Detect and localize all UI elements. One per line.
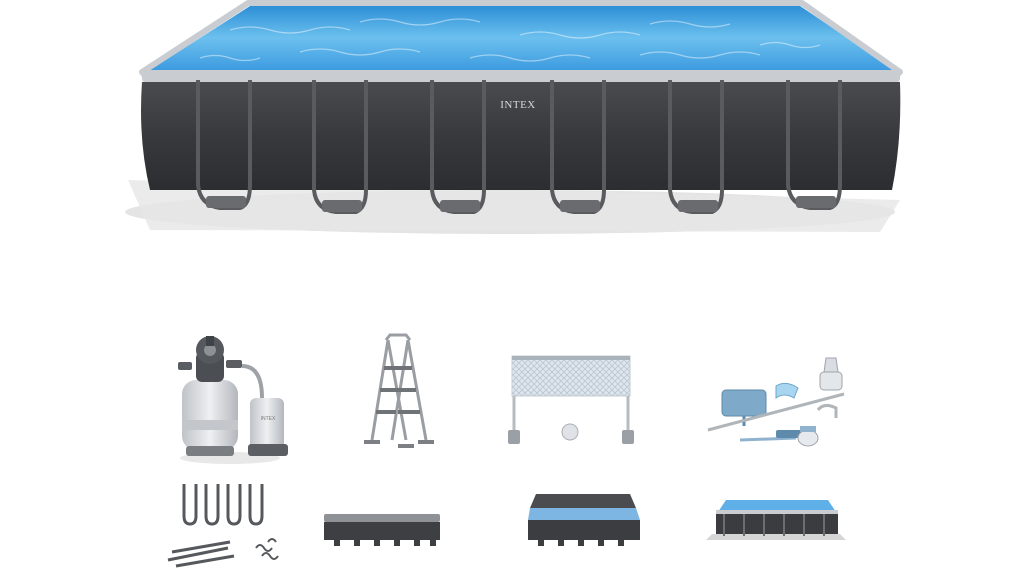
pool-with-cover — [528, 494, 640, 546]
pool-front-rim — [142, 70, 900, 82]
maintenance-kit — [707, 357, 845, 447]
pool-leg-feet — [206, 196, 836, 212]
debris-screen — [508, 355, 634, 444]
pool-brand-label: INTEX — [500, 99, 536, 111]
pool-wall — [141, 82, 901, 190]
pool-water — [150, 6, 895, 70]
sand-filter-pump: INTEX — [178, 336, 288, 464]
assembled-pool — [706, 500, 846, 540]
ground-cloth-pool — [324, 514, 440, 546]
frame-legs-and-pins — [167, 484, 279, 568]
pool-main: INTEX — [125, 0, 903, 234]
pool-ladder — [364, 333, 434, 448]
water-ripples — [199, 18, 821, 62]
pump-label: INTEX — [261, 416, 276, 422]
pool-ground-shadow — [128, 180, 900, 232]
